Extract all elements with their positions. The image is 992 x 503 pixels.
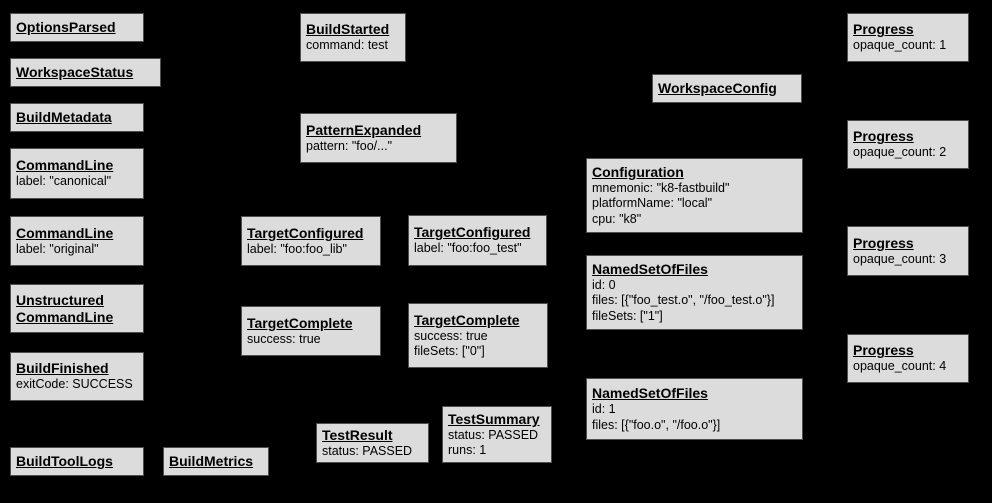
node-attribute: opaque_count: 3 — [853, 251, 947, 266]
node-command-line-canonical: CommandLine label: "canonical" — [10, 148, 144, 199]
node-attribute: label: "original" — [16, 241, 99, 256]
node-title: NamedSetOfFiles — [592, 385, 708, 402]
node-target-complete-foo-lib: TargetComplete success: true — [241, 306, 381, 356]
node-attribute: opaque_count: 4 — [853, 359, 947, 374]
node-title: TestSummary — [448, 410, 540, 427]
node-attribute: label: "foo:foo_test" — [414, 241, 522, 256]
node-title: TargetConfigured — [414, 224, 531, 241]
node-title: Progress — [853, 342, 914, 359]
node-named-set-of-files-1: NamedSetOfFiles id: 1 files: [{"foo.o", … — [586, 378, 803, 440]
node-target-complete-foo-test: TargetComplete success: true fileSets: [… — [408, 303, 548, 368]
node-workspace-config: WorkspaceConfig — [652, 74, 802, 103]
node-attribute: status: PASSED — [322, 443, 413, 458]
node-title: BuildToolLogs — [16, 453, 113, 469]
node-title: WorkspaceStatus — [16, 64, 134, 80]
node-target-configured-foo-lib: TargetConfigured label: "foo:foo_lib" — [241, 216, 381, 266]
node-build-tool-logs: BuildToolLogs — [10, 447, 144, 476]
node-configuration: Configuration mnemonic: "k8-fastbuild" p… — [586, 158, 803, 233]
node-title: WorkspaceConfig — [658, 80, 777, 96]
node-attribute: runs: 1 — [448, 443, 487, 457]
node-attribute: exitCode: SUCCESS — [16, 377, 133, 392]
node-build-metrics: BuildMetrics — [163, 447, 269, 476]
node-progress-4: Progress opaque_count: 4 — [847, 334, 969, 383]
node-title: Progress — [853, 128, 914, 145]
node-attribute: command: test — [306, 38, 388, 53]
node-attribute: status: PASSED — [448, 427, 539, 442]
node-attribute: platformName: "local" — [592, 196, 713, 211]
node-attribute: success: true — [247, 331, 321, 346]
node-title: BuildStarted — [306, 21, 390, 38]
node-attribute: files: [{"foo.o", "/foo.o"}] — [592, 417, 721, 432]
node-test-result: TestResult status: PASSED — [316, 423, 429, 463]
node-title: NamedSetOfFiles — [592, 261, 708, 278]
node-progress-2: Progress opaque_count: 2 — [847, 120, 969, 169]
node-title: CommandLine — [16, 157, 114, 174]
node-title: BuildMetrics — [169, 453, 254, 469]
node-target-configured-foo-test: TargetConfigured label: "foo:foo_test" — [408, 215, 547, 266]
node-attribute: files: [{"foo_test.o", "/foo_test.o"}] — [592, 293, 775, 308]
node-attribute: success: true — [414, 328, 488, 343]
node-pattern-expanded: PatternExpanded pattern: "foo/..." — [300, 113, 457, 163]
node-attribute: id: 0 — [592, 278, 616, 293]
node-attribute: mnemonic: "k8-fastbuild" — [592, 181, 730, 196]
node-title: Progress — [853, 234, 914, 251]
node-attribute: label: "foo:foo_lib" — [247, 241, 347, 256]
node-build-finished: BuildFinished exitCode: SUCCESS — [10, 352, 144, 401]
node-attribute: opaque_count: 2 — [853, 145, 947, 160]
node-named-set-of-files-0: NamedSetOfFiles id: 0 files: [{"foo_test… — [586, 255, 803, 330]
node-title: OptionsParsed — [16, 19, 116, 35]
node-workspace-status: WorkspaceStatus — [10, 58, 161, 87]
node-title: BuildMetadata — [16, 109, 112, 125]
node-attribute: fileSets: ["1"] — [592, 308, 663, 323]
node-attribute: id: 1 — [592, 402, 616, 417]
node-title: Unstructured CommandLine — [16, 291, 114, 325]
node-attribute: opaque_count: 1 — [853, 38, 947, 53]
node-title: TargetComplete — [247, 314, 353, 331]
node-attribute: label: "canonical" — [16, 174, 112, 189]
node-title: TargetConfigured — [247, 224, 364, 241]
node-attribute: cpu: "k8" — [592, 211, 642, 226]
node-command-line-original: CommandLine label: "original" — [10, 216, 144, 266]
node-attribute: fileSets: ["0"] — [414, 344, 485, 358]
node-title: TargetComplete — [414, 311, 520, 328]
node-build-metadata: BuildMetadata — [10, 103, 144, 132]
node-progress-3: Progress opaque_count: 3 — [847, 226, 969, 276]
node-unstructured-command-line: Unstructured CommandLine — [10, 284, 144, 333]
node-test-summary: TestSummary status: PASSED runs: 1 — [442, 406, 552, 463]
node-title: BuildFinished — [16, 360, 109, 377]
node-progress-1: Progress opaque_count: 1 — [847, 13, 969, 62]
node-title: PatternExpanded — [306, 121, 422, 138]
node-title: TestResult — [322, 426, 393, 443]
node-title: Configuration — [592, 164, 684, 181]
node-build-started: BuildStarted command: test — [300, 13, 406, 62]
node-title: Progress — [853, 21, 914, 38]
node-attribute: pattern: "foo/..." — [306, 138, 393, 153]
node-title: CommandLine — [16, 224, 114, 241]
node-options-parsed: OptionsParsed — [10, 13, 144, 42]
